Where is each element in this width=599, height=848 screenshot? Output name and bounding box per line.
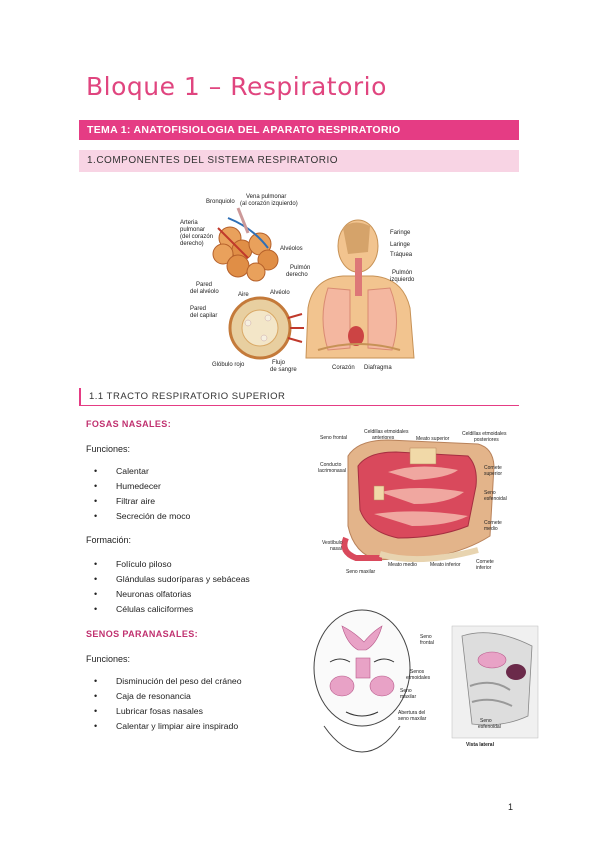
tema-header: TEMA 1: ANATOFISIOLOGIA DEL APARATO RESP… bbox=[79, 120, 519, 140]
fosas-funciones-list: Calentar Humedecer Filtrar aire Secreció… bbox=[86, 464, 190, 524]
label-flujo-2: de sangre bbox=[270, 367, 297, 373]
label-cornete-inferior: Cornete bbox=[476, 559, 494, 565]
list-item: Glándulas sudoríparas y sebáceas bbox=[86, 572, 250, 587]
label-senos-etmoidales-2: etmoidales bbox=[406, 675, 431, 681]
label-meato-superior: Meato superior bbox=[416, 436, 450, 442]
label-abertura-2: seno maxilar bbox=[398, 716, 427, 722]
label-celdillas-posteriores: Celdillas etmoidales bbox=[462, 431, 507, 437]
label-vestibulo: Vestíbulo bbox=[322, 540, 343, 546]
paranasal-sinuses-figure: Seno frontal Senos etmoidales Seno maxil… bbox=[313, 609, 539, 753]
page-number: 1 bbox=[508, 802, 514, 812]
label-seno-esfenoidal: Seno bbox=[484, 490, 496, 496]
label-seno-esfenoidal-2: esfenoidal bbox=[484, 496, 507, 502]
label-alveolo: Alvéolo bbox=[270, 290, 290, 296]
label-faringe: Faringe bbox=[390, 230, 411, 236]
label-pulmon-derecho-2: derecho bbox=[286, 272, 308, 278]
list-item: Humedecer bbox=[86, 479, 190, 494]
label-seno-frontal-2: Seno bbox=[420, 634, 432, 640]
section-heading-componentes: 1.COMPONENTES DEL SISTEMA RESPIRATORIO bbox=[79, 150, 519, 172]
label-corazon: Corazón bbox=[332, 365, 355, 371]
label-seno-esfenoidal-3: Seno bbox=[480, 718, 492, 724]
list-item: Filtrar aire bbox=[86, 494, 190, 509]
label-aire: Aire bbox=[238, 292, 249, 298]
label-vena-pulmonar-sub: (al corazón izquierdo) bbox=[240, 201, 298, 207]
lateral-skull-illustration bbox=[451, 625, 539, 739]
label-arteria: Arteria bbox=[180, 220, 198, 226]
senos-heading: SENOS PARANASALES: bbox=[86, 629, 199, 639]
label-seno-frontal: Seno frontal bbox=[320, 435, 347, 441]
label-vista-lateral: Vista lateral bbox=[466, 742, 495, 748]
label-cornete-superior: Cornete bbox=[484, 465, 502, 471]
fosas-funciones-label: Funciones: bbox=[86, 444, 131, 454]
label-vena-pulmonar: Vena pulmonar bbox=[246, 194, 286, 200]
label-abertura: Abertura del bbox=[398, 710, 425, 716]
label-arteria-3: (del corazón bbox=[180, 234, 213, 240]
label-celdillas-anteriores-2: anteriores bbox=[372, 435, 395, 441]
list-item: Calentar bbox=[86, 464, 190, 479]
list-item: Lubricar fosas nasales bbox=[86, 704, 242, 719]
label-laringe: Laringe bbox=[390, 242, 411, 248]
label-seno-maxilar-2: Seno bbox=[400, 688, 412, 694]
label-alveolos: Alvéolos bbox=[280, 246, 303, 252]
label-cornete-superior-2: superior bbox=[484, 471, 502, 477]
list-item: Secreción de moco bbox=[86, 509, 190, 524]
label-pulmon-izquierdo: Pulmón bbox=[392, 270, 412, 276]
label-seno-frontal-2b: frontal bbox=[420, 640, 434, 646]
fosas-heading: FOSAS NASALES: bbox=[86, 419, 172, 429]
label-arteria-2: pulmonar bbox=[180, 227, 205, 233]
label-pared-alveolo-2: del alvéolo bbox=[190, 289, 219, 295]
label-pulmon-izquierdo-2: izquierdo bbox=[390, 277, 415, 283]
label-cornete-inferior-2: inferior bbox=[476, 565, 492, 571]
label-arteria-4: derecho) bbox=[180, 241, 204, 247]
list-item: Neuronas olfatorias bbox=[86, 587, 250, 602]
label-diafragma: Diafragma bbox=[364, 365, 392, 371]
label-senos-etmoidales: Senos bbox=[410, 669, 425, 675]
label-seno-maxilar: Seno maxilar bbox=[346, 569, 376, 575]
label-globulo-rojo: Glóbulo rojo bbox=[212, 362, 245, 368]
label-pared-capilar-2: del capilar bbox=[190, 313, 217, 319]
section-heading-tracto: 1.1 TRACTO RESPIRATORIO SUPERIOR bbox=[79, 388, 519, 406]
label-cornete-medio-2: medio bbox=[484, 526, 498, 532]
alveoli-cluster-illustration bbox=[212, 207, 279, 282]
label-seno-maxilar-2b: maxilar bbox=[400, 694, 416, 700]
nasal-cavity-figure: Seno frontal Celdillas etmoidales anteri… bbox=[318, 429, 507, 575]
label-pared-capilar: Pared bbox=[190, 306, 206, 312]
respiratory-system-figure: Bronquiolo Vena pulmonar (al corazón izq… bbox=[180, 194, 415, 373]
label-celdillas-posteriores-2: posteriores bbox=[474, 437, 499, 443]
fosas-formacion-list: Folículo piloso Glándulas sudoríparas y … bbox=[86, 557, 250, 617]
list-item: Disminución del peso del cráneo bbox=[86, 674, 242, 689]
list-item: Caja de resonancia bbox=[86, 689, 242, 704]
label-pared-alveolo: Pared bbox=[196, 282, 212, 288]
label-conducto-2: lacrimonasal bbox=[318, 468, 346, 474]
list-item: Folículo piloso bbox=[86, 557, 250, 572]
torso-illustration bbox=[305, 219, 415, 359]
list-item: Calentar y limpiar aire inspirado bbox=[86, 719, 242, 734]
fosas-formacion-label: Formación: bbox=[86, 535, 132, 545]
label-vestibulo-2: nasal bbox=[330, 546, 342, 552]
label-bronquiolo: Bronquiolo bbox=[206, 199, 235, 205]
label-flujo: Flujo bbox=[272, 360, 286, 366]
label-pulmon-derecho: Pulmón bbox=[290, 265, 310, 271]
page-title: Bloque 1 – Respiratorio bbox=[86, 72, 387, 101]
label-celdillas-anteriores: Celdillas etmoidales bbox=[364, 429, 409, 435]
label-conducto: Conducto bbox=[320, 462, 342, 468]
label-cornete-medio: Cornete bbox=[484, 520, 502, 526]
alveolus-closeup-illustration bbox=[228, 296, 304, 360]
label-traquea: Tráquea bbox=[390, 252, 413, 258]
label-meato-medio: Meato medio bbox=[388, 562, 417, 568]
face-illustration bbox=[313, 609, 411, 753]
senos-funciones-label: Funciones: bbox=[86, 654, 131, 664]
list-item: Células caliciformes bbox=[86, 602, 250, 617]
nasal-cavity-illustration bbox=[341, 439, 495, 563]
label-seno-esfenoidal-3b: esfenoidal bbox=[478, 724, 501, 730]
senos-funciones-list: Disminución del peso del cráneo Caja de … bbox=[86, 674, 242, 734]
label-meato-inferior: Meato inferior bbox=[430, 562, 461, 568]
